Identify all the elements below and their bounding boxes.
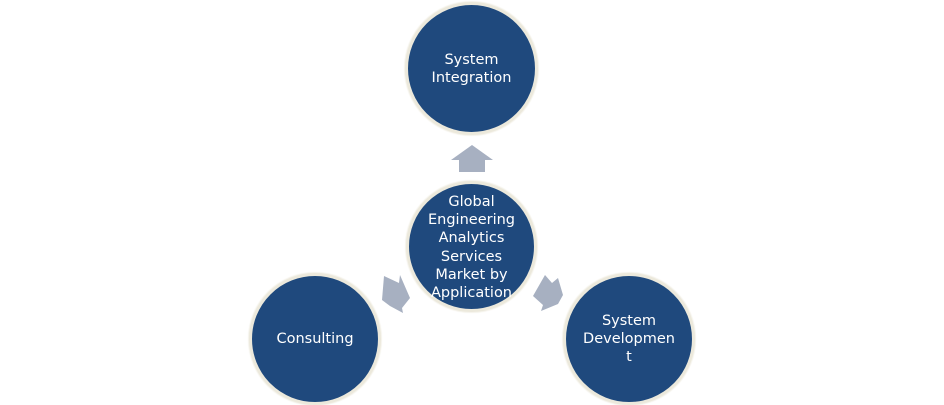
node-consulting: Consulting bbox=[249, 273, 381, 405]
node-consulting-label: Consulting bbox=[276, 331, 354, 347]
arrow-down-left-icon bbox=[382, 275, 410, 313]
node-system-integration-label: System Integration bbox=[431, 51, 512, 86]
node-center-topic-label: Global Engineering Analytics Services Ma… bbox=[428, 193, 515, 301]
node-system-development-label: System Developmen t bbox=[583, 313, 675, 365]
arrow-down-right-icon bbox=[533, 275, 563, 311]
node-center-topic: Global Engineering Analytics Services Ma… bbox=[406, 181, 537, 312]
node-system-integration: System Integration bbox=[405, 2, 538, 135]
arrow-up-icon bbox=[451, 145, 493, 172]
node-system-development: System Developmen t bbox=[563, 273, 695, 405]
